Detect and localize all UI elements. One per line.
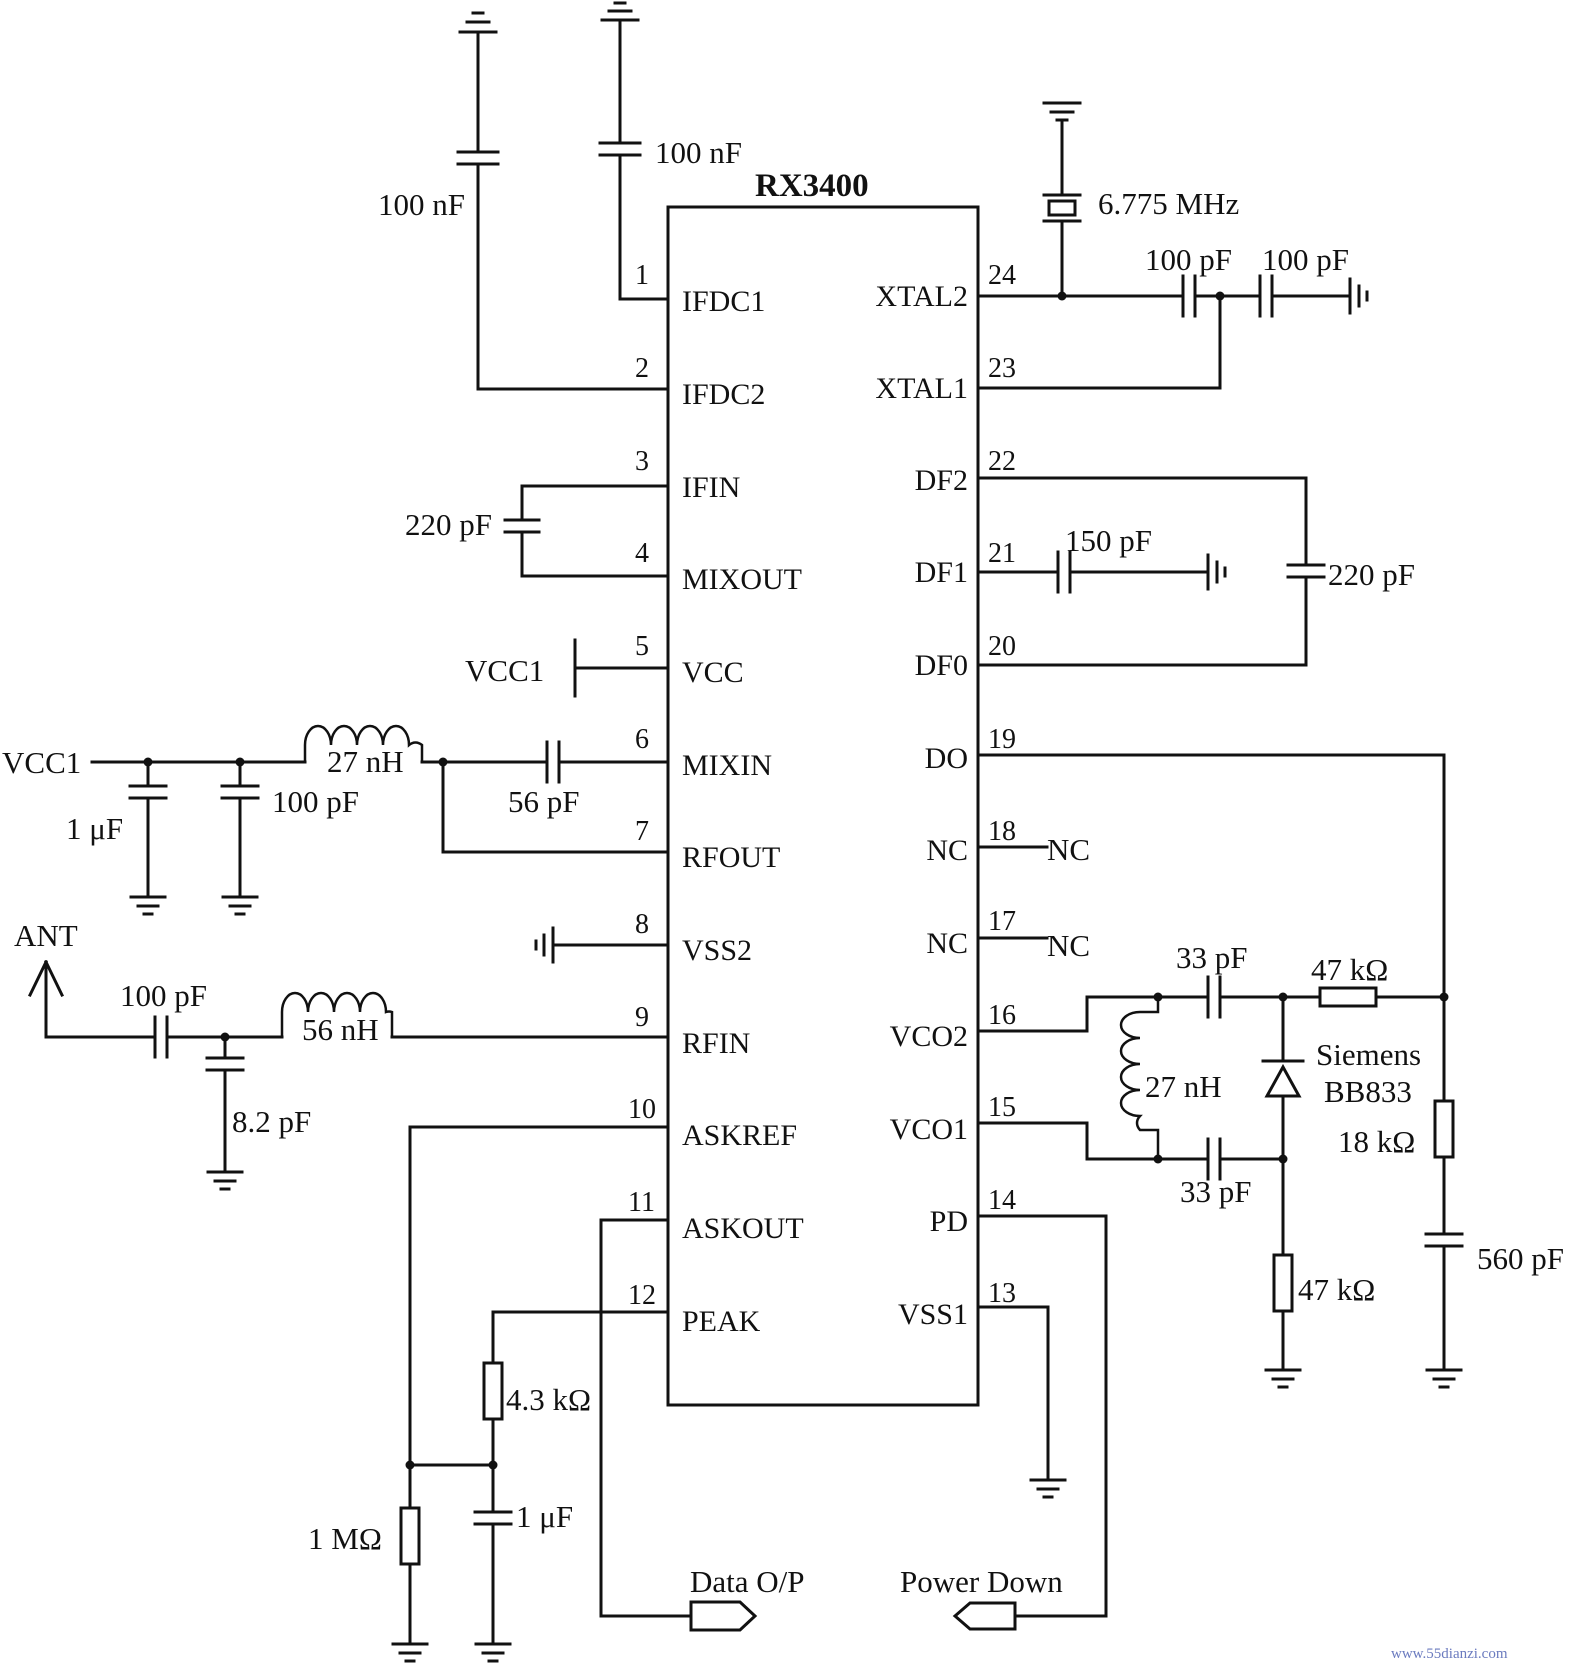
pin-5-name: VCC <box>682 656 744 689</box>
pin-20-num: 20 <box>988 631 1016 662</box>
pin-12-name: PEAK <box>682 1305 761 1338</box>
pin-21-num: 21 <box>988 538 1016 569</box>
pin-23-num: 23 <box>988 353 1016 384</box>
vco-resistor-bottom-label: 47 kΩ <box>1298 1272 1375 1307</box>
pin-10-num: 10 <box>628 1094 656 1125</box>
vcc-1uF-label: 1 μF <box>66 811 123 846</box>
pin-7-num: 7 <box>635 816 649 847</box>
pin-3-name: IFIN <box>682 471 740 504</box>
nc17-label: NC <box>1047 928 1090 963</box>
pin-24-num: 24 <box>988 260 1016 291</box>
pin-15-name: VCO1 <box>890 1113 968 1146</box>
pin-19-name: DO <box>925 742 968 775</box>
vcc-pin-label: VCC1 <box>465 653 544 688</box>
pin-12-num: 12 <box>628 1280 656 1311</box>
pin-21-name: DF1 <box>915 556 968 589</box>
df1-cap-label: 150 pF <box>1065 523 1152 558</box>
df-cap-label: 220 pF <box>1328 557 1415 592</box>
crystal-label: 6.775 MHz <box>1098 186 1239 221</box>
vco-resistor-top-label: 47 kΩ <box>1311 952 1388 987</box>
pin-6-num: 6 <box>635 724 649 755</box>
mixin-cap-label: 56 pF <box>508 784 580 819</box>
pin-23-name: XTAL1 <box>875 372 968 405</box>
ifdc1-decoupling-network <box>598 1 670 301</box>
pin-13-name: VSS1 <box>898 1298 968 1331</box>
vco-cap-top-label: 33 pF <box>1176 940 1248 975</box>
pin-22-name: DF2 <box>915 464 968 497</box>
pin-6-name: MIXIN <box>682 749 772 782</box>
pin-9-num: 9 <box>635 1002 649 1033</box>
pin-17-num: 17 <box>988 906 1016 937</box>
pin-4-name: MIXOUT <box>682 563 802 596</box>
rfin-cap-label: 8.2 pF <box>232 1104 311 1139</box>
pin-2-num: 2 <box>635 353 649 384</box>
xtal-cap-b-label: 100 pF <box>1262 242 1349 277</box>
mix-inductor-label: 27 nH <box>327 744 404 779</box>
xtal-cap-a-label: 100 pF <box>1145 242 1232 277</box>
power-down-label: Power Down <box>900 1564 1063 1599</box>
pin-10-name: ASKREF <box>682 1119 797 1152</box>
vco-cap-bottom-label: 33 pF <box>1180 1174 1252 1209</box>
varactor-label-line2: BB833 <box>1324 1074 1412 1109</box>
do-cap-label: 560 pF <box>1477 1241 1564 1276</box>
mixin-rfout-network <box>90 724 670 916</box>
vco-inductor-label: 27 nH <box>1145 1069 1222 1104</box>
pin-9-name: RFIN <box>682 1027 750 1060</box>
data-output-label: Data O/P <box>690 1564 805 1599</box>
pin-17-name: NC <box>926 927 968 960</box>
pin-14-num: 14 <box>988 1185 1016 1216</box>
nc18-label: NC <box>1047 832 1090 867</box>
pin-16-name: VCO2 <box>890 1020 968 1053</box>
vcc-100pF-label: 100 pF <box>272 784 359 819</box>
rfin-antenna-network <box>27 959 670 1191</box>
chip-title: RX3400 <box>755 168 869 204</box>
pin-18-num: 18 <box>988 816 1016 847</box>
vss2-ground <box>534 926 670 964</box>
vcc-pin-connection <box>573 638 670 698</box>
pin-20-name: DF0 <box>915 649 968 682</box>
ifin-cap-label: 220 pF <box>405 507 492 542</box>
antenna-cap-label: 100 pF <box>120 978 207 1013</box>
pin-2-name: IFDC2 <box>682 378 765 411</box>
chip-body <box>666 205 980 1407</box>
do-resistor-label: 18 kΩ <box>1338 1124 1415 1159</box>
peak-resistor-label: 4.3 kΩ <box>506 1382 591 1417</box>
pin-1-num: 1 <box>635 260 649 291</box>
pin-24-name: XTAL2 <box>875 280 968 313</box>
pin-7-name: RFOUT <box>682 841 780 874</box>
ifdc1-cap-label: 100 nF <box>655 135 742 170</box>
pin-22-num: 22 <box>988 446 1016 477</box>
varactor-label-line1: Siemens <box>1316 1037 1421 1072</box>
ifin-mixout-cap <box>503 484 670 578</box>
df-network <box>976 476 1326 667</box>
pin-11-num: 11 <box>628 1187 655 1218</box>
vcc-input-label: VCC1 <box>2 745 81 780</box>
pin-4-num: 4 <box>635 538 649 569</box>
vss1-pd-network <box>952 1214 1108 1631</box>
pin-5-num: 5 <box>635 631 649 662</box>
pin-14-name: PD <box>930 1205 968 1238</box>
askref-resistor-label: 1 MΩ <box>308 1521 382 1556</box>
peak-cap-label: 1 μF <box>516 1499 573 1534</box>
ifdc2-decoupling-network <box>456 11 670 391</box>
pin-15-num: 15 <box>988 1092 1016 1123</box>
ifdc2-cap-label: 100 nF <box>378 187 465 222</box>
pin-11-name: ASKOUT <box>682 1212 804 1245</box>
nc-pins <box>976 845 1049 940</box>
pin-1-name: IFDC1 <box>682 285 765 318</box>
pin-8-num: 8 <box>635 909 649 940</box>
pin-19-num: 19 <box>988 724 1016 755</box>
ask-peak-network <box>391 1125 758 1663</box>
rfin-inductor-label: 56 nH <box>302 1012 379 1047</box>
pin-13-num: 13 <box>988 1278 1016 1309</box>
pin-16-num: 16 <box>988 1000 1016 1031</box>
pin-8-name: VSS2 <box>682 934 752 967</box>
pin-18-name: NC <box>926 834 968 867</box>
vco-tank-network <box>976 753 1464 1389</box>
watermark: www.55dianzi.com <box>1391 1646 1508 1662</box>
crystal-network <box>976 101 1369 390</box>
antenna-label: ANT <box>14 918 78 953</box>
pin-3-num: 3 <box>635 446 649 477</box>
